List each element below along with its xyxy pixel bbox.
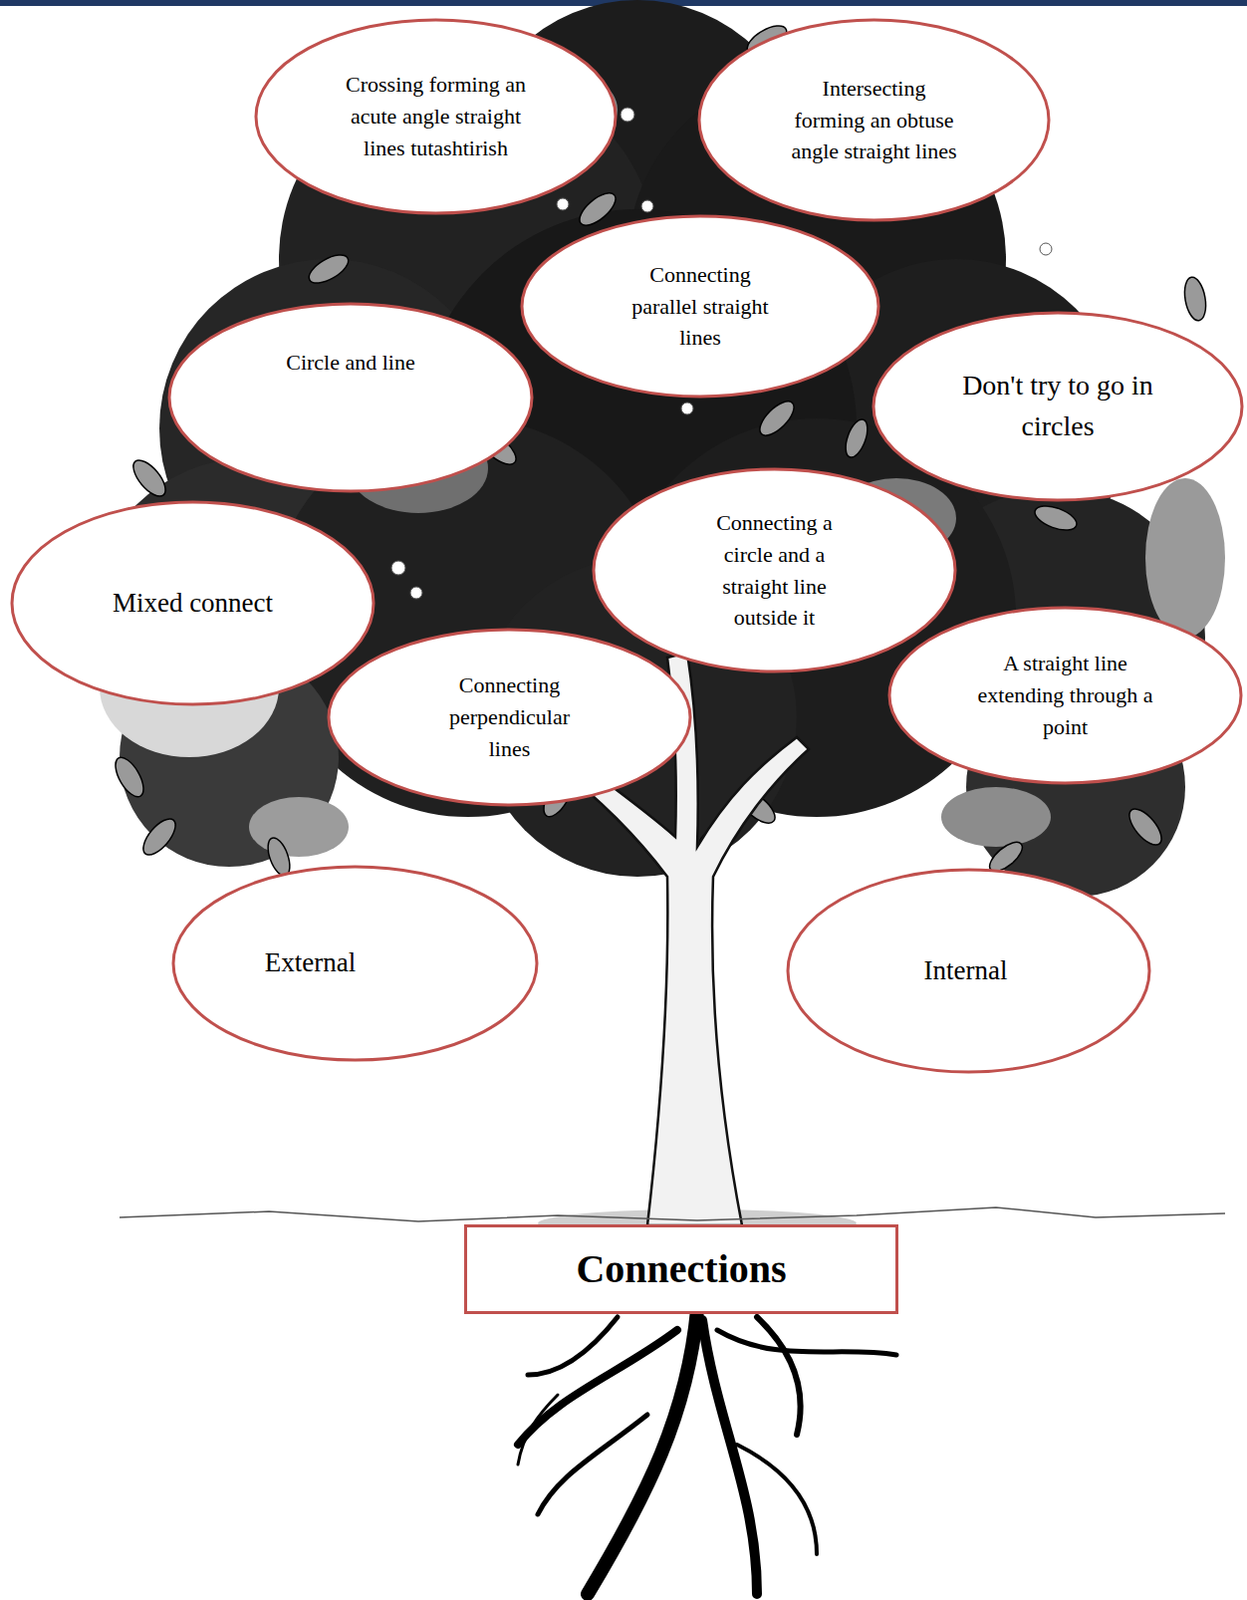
topic-ellipse: Circle and line bbox=[167, 301, 534, 494]
topic-label: Don't try to go in circles bbox=[943, 365, 1173, 447]
root-title: Connections bbox=[575, 1240, 786, 1298]
topic-ellipse: Mixed connect bbox=[9, 499, 376, 707]
topic-label: Connecting perpendicular lines bbox=[435, 669, 585, 765]
topic-ellipse: Crossing forming an acute angle straight… bbox=[253, 17, 618, 216]
ellipse-shape bbox=[255, 19, 616, 214]
ellipse-shape bbox=[521, 216, 879, 397]
ellipse-shape bbox=[889, 607, 1242, 783]
topic-ellipse: Internal bbox=[785, 867, 1152, 1074]
topic-ellipse: Connecting parallel straight lines bbox=[519, 214, 881, 399]
topic-label: Connecting parallel straight lines bbox=[615, 258, 785, 355]
topic-label: Circle and line bbox=[285, 346, 416, 379]
tree-roots bbox=[517, 1309, 897, 1594]
topic-label: Internal bbox=[924, 951, 1008, 991]
ellipse-outline bbox=[167, 301, 534, 494]
topic-label: Connecting a circle and a straight line … bbox=[690, 506, 860, 635]
topic-ellipse: Connecting a circle and a straight line … bbox=[591, 467, 958, 674]
topic-label: Crossing forming an acute angle straight… bbox=[343, 68, 528, 165]
topic-ellipse: External bbox=[171, 864, 539, 1062]
topic-label: Mixed connect bbox=[112, 583, 273, 623]
ground-line bbox=[119, 1207, 1226, 1222]
topic-ellipse: Don't try to go in circles bbox=[871, 310, 1245, 502]
topic-ellipse: A straight line extending through a poin… bbox=[887, 605, 1244, 785]
ellipse-shape bbox=[787, 869, 1150, 1072]
ellipse-shape bbox=[173, 866, 537, 1060]
ellipse-shape bbox=[873, 312, 1243, 500]
topic-label: External bbox=[264, 943, 356, 983]
topic-ellipse: Intersecting forming an obtuse angle str… bbox=[697, 17, 1051, 223]
ellipse-outline bbox=[871, 310, 1245, 502]
ellipse-shape bbox=[328, 629, 691, 805]
ellipse-shape bbox=[11, 501, 374, 705]
topic-label: A straight line extending through a poin… bbox=[966, 647, 1166, 744]
topic-label: Intersecting forming an obtuse angle str… bbox=[786, 72, 962, 169]
ellipse-shape bbox=[699, 19, 1049, 221]
ellipse-shape bbox=[593, 469, 956, 672]
ellipse-shape bbox=[169, 303, 532, 492]
root-title-box: Connections bbox=[464, 1224, 899, 1314]
topic-ellipse: Connecting perpendicular lines bbox=[326, 627, 693, 807]
ellipse-outline bbox=[591, 467, 958, 674]
